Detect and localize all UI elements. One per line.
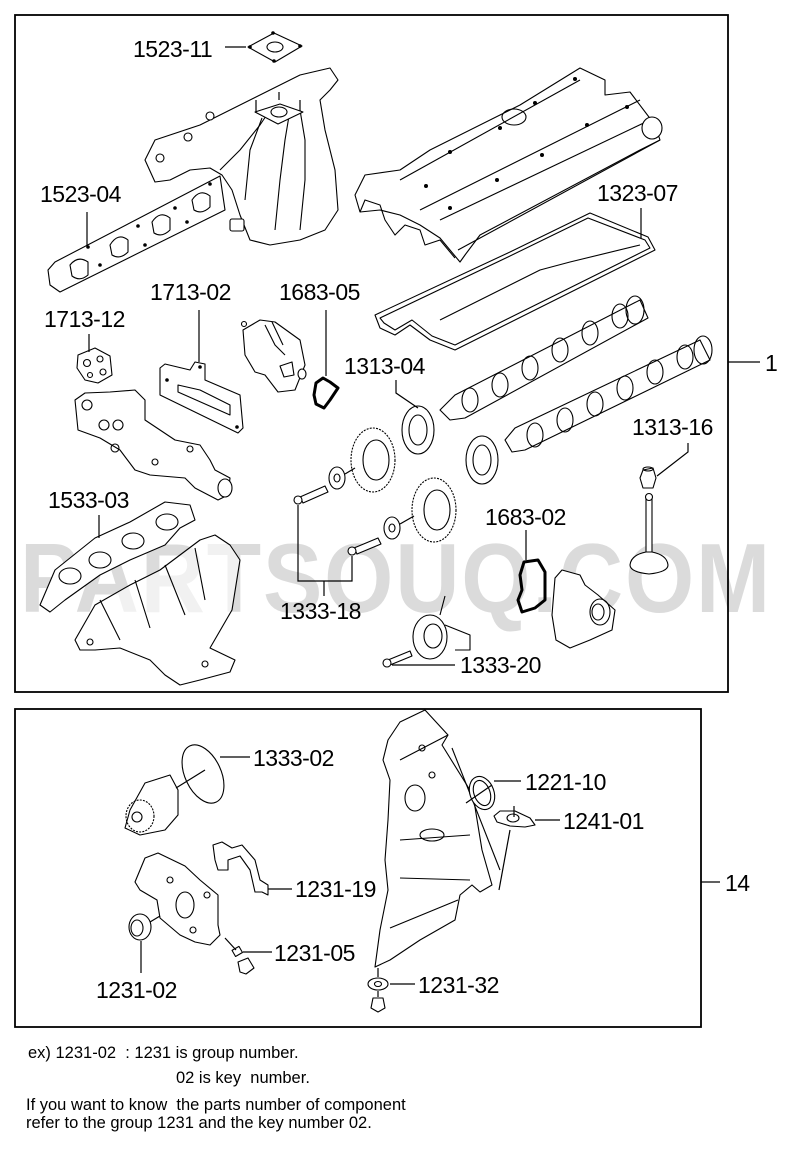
callout-1333-02[interactable]: 1333-02 (253, 745, 334, 771)
camshaft-exhaust-drawing (504, 335, 713, 453)
lower-group-frame (14, 708, 702, 1028)
camshaft-intake-drawing (439, 295, 649, 421)
valve-stem-seal-drawing (639, 466, 657, 489)
water-outlet-drawing (551, 569, 616, 649)
oil-pump-pickup-gasket-drawing (493, 806, 536, 891)
camshaft-oil-seal-drawing (401, 405, 499, 485)
callout-1231-02[interactable]: 1231-02 (96, 977, 177, 1003)
callout-1713-02[interactable]: 1713-02 (150, 279, 231, 305)
egr-adapter-drawing (74, 389, 233, 501)
callout-1231-19[interactable]: 1231-19 (295, 876, 376, 902)
intake-manifold-gasket-drawing (47, 175, 226, 293)
callout-1333-20[interactable]: 1333-20 (460, 652, 541, 678)
callout-1533-03[interactable]: 1533-03 (48, 487, 129, 513)
oil-pump-drawing (134, 852, 221, 946)
callout-1221-10[interactable]: 1221-10 (525, 769, 606, 795)
callout-1231-32[interactable]: 1231-32 (418, 972, 499, 998)
callout-1713-12[interactable]: 1713-12 (44, 306, 125, 332)
callout-1523-11[interactable]: 1523-11 (133, 36, 213, 62)
oil-pressure-relief-plug-drawing (224, 937, 255, 975)
water-pump-drawing (124, 774, 179, 836)
callout-1523-04[interactable]: 1523-04 (40, 181, 122, 207)
callout-1323-07[interactable]: 1323-07 (597, 180, 678, 206)
thermostat-housing-drawing (240, 319, 307, 393)
callout-1683-05[interactable]: 1683-05 (279, 279, 360, 305)
egr-gasket-drawing (76, 347, 113, 384)
exhaust-manifold-gasket-drawing (39, 501, 196, 613)
footnote-line-3: If you want to know the parts number of … (26, 1096, 406, 1114)
callout-1241-01[interactable]: 1241-01 (563, 808, 644, 834)
egr-valve-gasket-drawing (159, 361, 244, 434)
upper-group-frame (14, 14, 729, 693)
callout-1313-04[interactable]: 1313-04 (344, 353, 426, 379)
upper-group-ref[interactable]: 1 (765, 350, 778, 376)
footnote-line-4: refer to the group 1231 and the key numb… (26, 1114, 372, 1132)
crankshaft-rear-oil-seal-drawing (465, 775, 496, 811)
crankshaft-front-oil-seal-drawing (128, 913, 161, 941)
drain-plug-washer-drawing (367, 968, 389, 1013)
callout-1231-05[interactable]: 1231-05 (274, 940, 355, 966)
throttle-body-gasket-drawing (247, 31, 303, 63)
footnote-line-2: 02 is key number. (176, 1069, 310, 1087)
callout-1333-18[interactable]: 1333-18 (280, 598, 361, 624)
cylinder-head-cover-gasket-drawing (374, 212, 656, 351)
callout-1313-16[interactable]: 1313-16 (632, 414, 713, 440)
thermostat-housing-gasket-drawing (312, 376, 340, 410)
exhaust-manifold-drawing (74, 534, 241, 686)
oil-pan-drawing (374, 709, 501, 968)
camshaft-sprocket-bolt-drawing (293, 485, 382, 556)
engine-valve-drawing (629, 492, 669, 575)
lower-group-ref[interactable]: 14 (725, 870, 751, 896)
callout-1683-02[interactable]: 1683-02 (485, 504, 566, 530)
footnote-line-1: ex) 1231-02 : 1231 is group number. (28, 1044, 299, 1062)
oil-pump-gasket-drawing (212, 841, 269, 896)
intake-manifold-drawing (144, 67, 339, 246)
water-pump-gasket-drawing (175, 744, 225, 804)
cylinder-head-cover-drawing (354, 67, 663, 263)
water-outlet-gasket-drawing (516, 558, 547, 614)
camshaft-sprocket-drawing (328, 427, 457, 543)
timing-belt-tensioner-drawing (382, 595, 471, 668)
